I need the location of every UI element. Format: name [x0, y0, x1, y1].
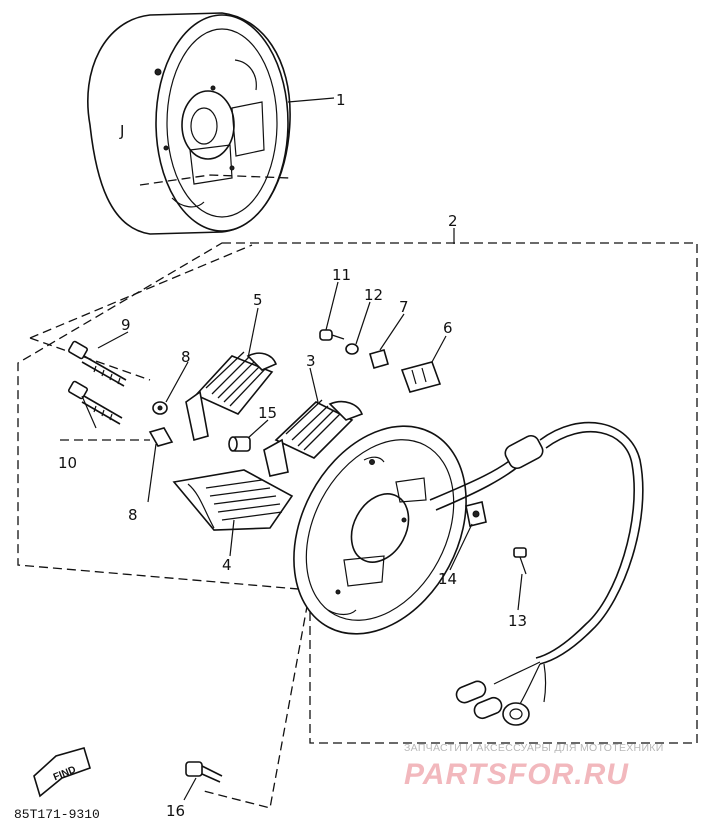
clamp-7	[369, 349, 389, 369]
screw-11	[319, 329, 345, 341]
callout-10: 10	[58, 454, 77, 472]
callout-2: 2	[448, 212, 458, 230]
watermark-logo: PARTSFOR.RU	[404, 758, 629, 791]
callout-5: 5	[253, 291, 263, 309]
bolt-16	[185, 761, 223, 783]
screw-13	[513, 547, 527, 575]
find-tag: FIND	[33, 747, 91, 798]
callout-9: 9	[121, 316, 131, 334]
callout-3: 3	[306, 352, 316, 370]
leader-lines	[81, 97, 523, 801]
stator-base-plate	[293, 425, 467, 635]
callout-8-upper: 8	[181, 348, 191, 366]
callout-15: 15	[258, 404, 277, 422]
bolt-10	[68, 380, 123, 425]
callout-13: 13	[508, 612, 527, 630]
nut-8-upper	[152, 401, 168, 415]
callout-11: 11	[332, 266, 351, 284]
clip-8-lower	[148, 427, 174, 447]
callout-14: 14	[438, 570, 457, 588]
source-coil	[172, 469, 294, 531]
part-code: 85T171-9310	[14, 807, 100, 822]
coupler-6	[400, 361, 442, 393]
wire-harness	[429, 421, 644, 726]
callout-4: 4	[222, 556, 232, 574]
bolt-9	[68, 340, 127, 387]
pickup-coil	[263, 399, 364, 477]
charge-coil	[185, 351, 278, 442]
washer-12	[345, 343, 359, 355]
callout-1: 1	[336, 91, 346, 109]
callout-16: 16	[166, 802, 185, 820]
callout-6: 6	[443, 319, 453, 337]
flywheel-rotor	[87, 12, 291, 235]
wire-clamp	[465, 501, 487, 527]
callout-7: 7	[399, 298, 409, 316]
flywheel-mark: J	[119, 122, 124, 140]
stator-assembly-outline	[17, 242, 698, 744]
callout-8-lower: 8	[128, 506, 138, 524]
callout-12: 12	[364, 286, 383, 304]
spacer-collar	[228, 436, 251, 452]
watermark-subtitle: ЗАПЧАСТИ И АКСЕССУАРЫ ДЛЯ МОТОТЕХНИКИ	[404, 742, 664, 754]
